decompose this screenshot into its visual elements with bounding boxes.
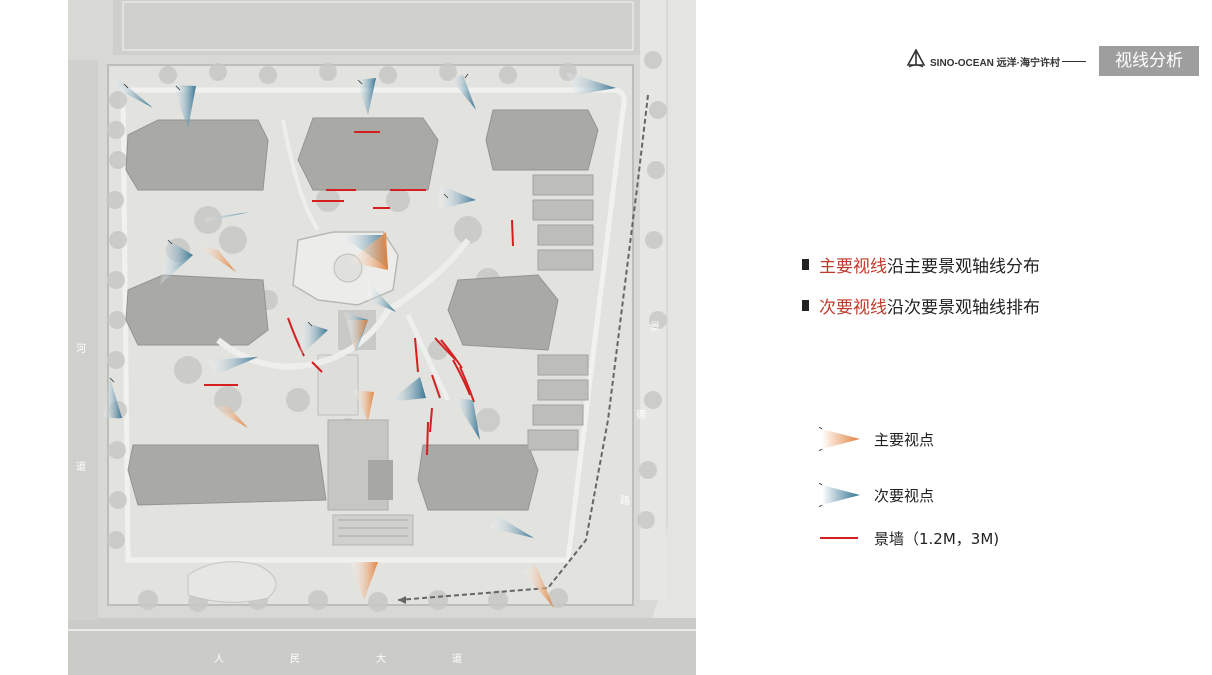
road-label-south-1: 人 bbox=[214, 654, 224, 665]
road-label-west-2: 道 bbox=[76, 462, 86, 473]
key-primary-viewpoint: 主要视点 bbox=[818, 427, 934, 451]
secondary-viewpoint-cone-icon bbox=[818, 483, 860, 507]
legend-secondary-text: 沿次要景观轴线排布 bbox=[887, 297, 1040, 318]
key-wall-label: 景墙（1.2M，3M) bbox=[874, 529, 1000, 548]
road-label-south-4: 道 bbox=[452, 654, 462, 665]
road-label-west-1: 河 bbox=[76, 344, 86, 355]
legend-secondary-line: 次要视线沿次要景观轴线排布 bbox=[802, 294, 1040, 318]
legend-primary-text: 沿主要景观轴线分布 bbox=[887, 256, 1040, 277]
road-label-east-2: 德 bbox=[636, 410, 646, 421]
site-plan-map: 河 道 景 德 路 人 民 大 道 bbox=[68, 0, 696, 675]
sino-ocean-logo-icon bbox=[906, 49, 926, 68]
view-cones bbox=[103, 72, 616, 608]
bullet-square-icon bbox=[802, 258, 809, 270]
primary-viewpoint-cone-icon bbox=[818, 427, 860, 451]
key-primary-label: 主要视点 bbox=[874, 430, 935, 449]
legend-primary-highlight: 主要视线 bbox=[819, 256, 887, 277]
landscape-wall-line-icon bbox=[820, 537, 858, 539]
key-secondary-viewpoint: 次要视点 bbox=[818, 483, 934, 507]
brand-divider bbox=[1062, 60, 1086, 62]
page-header: SINO-OCEAN 远洋·海宁许村 视线分析 bbox=[905, 46, 1212, 76]
brand-text: SINO-OCEAN 远洋·海宁许村 bbox=[930, 57, 1060, 69]
brand: SINO-OCEAN 远洋·海宁许村 bbox=[905, 46, 1086, 76]
bullet-square-icon bbox=[802, 299, 809, 311]
road-label-east-3: 路 bbox=[620, 496, 630, 507]
road-label-south-3: 大 bbox=[376, 654, 386, 665]
road-label-east-1: 景 bbox=[650, 322, 660, 333]
section-title: 视线分析 bbox=[1099, 46, 1199, 76]
site-plan-drawing bbox=[68, 0, 696, 675]
road-label-south-2: 民 bbox=[290, 654, 300, 665]
key-landscape-wall: 景墙（1.2M，3M) bbox=[818, 526, 999, 550]
legend-primary-line: 主要视线沿主要景观轴线分布 bbox=[802, 253, 1040, 277]
key-secondary-label: 次要视点 bbox=[874, 486, 935, 505]
legend-secondary-highlight: 次要视线 bbox=[819, 297, 887, 318]
